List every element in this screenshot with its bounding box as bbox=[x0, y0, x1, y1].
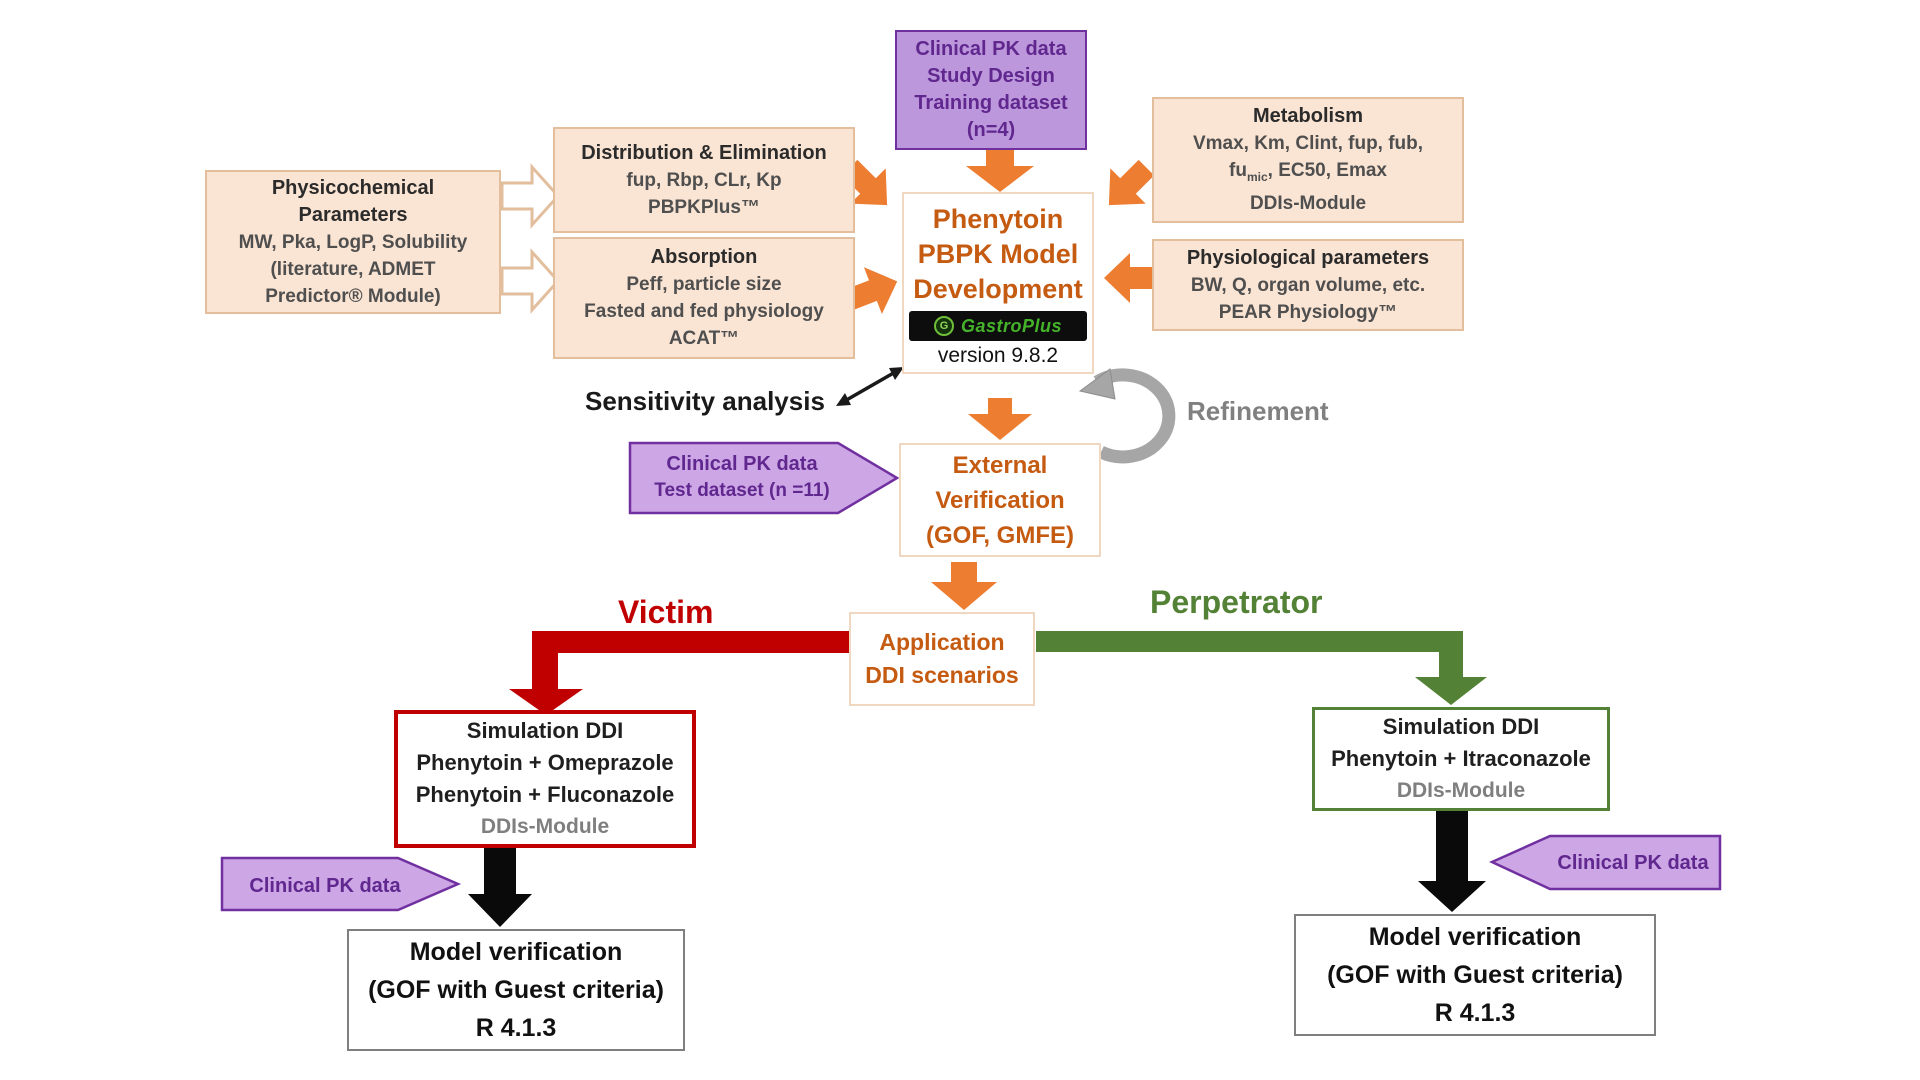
box-line: (n=4) bbox=[966, 119, 1016, 141]
box-line: Vmax, Km, Clint, fup, fub, bbox=[1192, 132, 1424, 154]
box-title: Absorption bbox=[650, 246, 758, 268]
arrow-perp-sim-to-verification-icon bbox=[1418, 809, 1486, 912]
box-line: Model verification bbox=[409, 938, 623, 966]
box-line: (GOF with Guest criteria) bbox=[368, 976, 664, 1004]
box-title: Physicochemical bbox=[271, 176, 435, 199]
test-dataset-label: Clinical PK data Test dataset (n =11) bbox=[638, 450, 846, 504]
box-line: Fasted and fed physiology bbox=[584, 301, 824, 322]
clinical-pk-left-arrow-shape bbox=[220, 856, 462, 912]
box-line: (literature, ADMET bbox=[270, 258, 436, 280]
box-line: Study Design bbox=[927, 65, 1055, 87]
perpetrator-arrow-icon bbox=[1036, 631, 1487, 705]
box-line: Predictor® Module) bbox=[265, 285, 441, 307]
arrow-training-to-model-icon bbox=[966, 150, 1034, 192]
box-line: DDIs-Module bbox=[480, 815, 610, 838]
arrow-physiological-to-model-icon bbox=[1104, 253, 1157, 303]
box-line: ACAT™ bbox=[668, 328, 740, 349]
external-verification-box: External Verification (GOF, GMFE) bbox=[899, 443, 1101, 557]
clinical-pk-right-label: Clinical PK data bbox=[1538, 849, 1728, 877]
physicochemical-box: Physicochemical Parameters MW, Pka, LogP… bbox=[205, 170, 501, 314]
box-line: R 4.1.3 bbox=[1434, 999, 1516, 1027]
box-line: Clinical PK data bbox=[249, 875, 401, 897]
box-line: MW, Pka, LogP, Solubility bbox=[238, 231, 468, 253]
box-line: Test dataset (n =11) bbox=[654, 480, 830, 501]
victim-arrow-icon bbox=[509, 631, 849, 715]
model-verification-right-box: Model verification (GOF with Guest crite… bbox=[1294, 914, 1656, 1036]
arrow-model-to-verification-icon bbox=[968, 398, 1032, 440]
perpetrator-label: Perpetrator bbox=[1150, 584, 1323, 620]
simulation-victim-box: Simulation DDI Phenytoin + Omeprazole Ph… bbox=[394, 710, 696, 848]
test-dataset-arrow-shape bbox=[628, 441, 900, 515]
box-line: Simulation DDI bbox=[466, 718, 624, 743]
training-dataset-box: Clinical PK data Study Design Training d… bbox=[895, 30, 1087, 150]
box-line: Peff, particle size bbox=[626, 274, 782, 295]
box-line: DDI scenarios bbox=[865, 662, 1019, 688]
victim-label: Victim bbox=[618, 594, 714, 630]
box-line: Phenytoin + Fluconazole bbox=[415, 782, 675, 807]
clinical-pk-right-arrow-shape bbox=[1488, 834, 1722, 891]
box-title: Parameters bbox=[298, 203, 408, 226]
model-development-box: Phenytoin PBPK Model Development G Gastr… bbox=[902, 192, 1094, 374]
gastroplus-logo: G GastroPlus bbox=[909, 311, 1087, 341]
box-line: Clinical PK data bbox=[915, 38, 1067, 60]
physiological-parameters-box: Physiological parameters BW, Q, organ vo… bbox=[1152, 239, 1464, 331]
box-line: Phenytoin + Itraconazole bbox=[1331, 746, 1591, 771]
metabolism-box: Metabolism Vmax, Km, Clint, fup, fub, fu… bbox=[1152, 97, 1464, 223]
refinement-arrow-icon bbox=[1078, 368, 1176, 464]
arrow-victim-sim-to-verification-icon bbox=[468, 846, 532, 927]
box-line: (GOF with Guest criteria) bbox=[1327, 961, 1623, 989]
box-line: Application bbox=[879, 629, 1005, 655]
box-line: fumic, EC50, Emax bbox=[1229, 159, 1387, 184]
application-ddi-box: Application DDI scenarios bbox=[849, 612, 1035, 706]
absorption-box: Absorption Peff, particle size Fasted an… bbox=[553, 237, 855, 359]
arrow-absorption-to-model-icon bbox=[843, 267, 898, 314]
simulation-perpetrator-box: Simulation DDI Phenytoin + Itraconazole … bbox=[1312, 707, 1610, 811]
box-line: Training dataset bbox=[914, 92, 1068, 114]
box-line: fup, Rbp, CLr, Kp bbox=[626, 169, 782, 191]
arrow-metabolism-to-model-icon bbox=[1108, 159, 1155, 206]
arrow-physico-to-absorption-icon bbox=[500, 248, 561, 314]
box-line: PBPK Model bbox=[917, 239, 1079, 269]
box-line: DDIs-Module bbox=[1396, 779, 1526, 802]
box-title: Metabolism bbox=[1252, 104, 1364, 127]
sensitivity-analysis-label: Sensitivity analysis bbox=[585, 386, 825, 416]
arrow-verification-to-application-icon bbox=[931, 562, 997, 610]
box-line: Development bbox=[913, 274, 1083, 304]
sensitivity-double-arrow-icon bbox=[836, 367, 904, 406]
box-line: BW, Q, organ volume, etc. bbox=[1190, 274, 1426, 296]
model-verification-left-box: Model verification (GOF with Guest crite… bbox=[347, 929, 685, 1051]
box-line: External bbox=[952, 451, 1048, 479]
box-line: Clinical PK data bbox=[1557, 852, 1709, 874]
gastroplus-logo-text: GastroPlus bbox=[960, 315, 1063, 336]
box-line: Phenytoin + Omeprazole bbox=[416, 750, 674, 775]
box-line: Simulation DDI bbox=[1382, 714, 1540, 739]
box-line: (GOF, GMFE) bbox=[926, 521, 1074, 549]
gastroplus-icon: G bbox=[933, 316, 954, 336]
refinement-label: Refinement bbox=[1187, 396, 1329, 426]
distribution-elimination-box: Distribution & Elimination fup, Rbp, CLr… bbox=[553, 127, 855, 233]
box-line: Phenytoin bbox=[932, 204, 1064, 234]
box-line: PEAR Physiology™ bbox=[1218, 301, 1398, 323]
arrow-physico-to-distribution-icon bbox=[500, 163, 561, 229]
box-line: R 4.1.3 bbox=[475, 1014, 557, 1042]
box-line: PBPKPlus™ bbox=[648, 196, 760, 218]
box-line: DDIs-Module bbox=[1249, 193, 1367, 215]
box-line: Clinical PK data bbox=[666, 453, 818, 475]
box-title: Distribution & Elimination bbox=[581, 141, 827, 164]
box-title: Physiological parameters bbox=[1186, 246, 1430, 269]
box-line: Model verification bbox=[1368, 923, 1582, 951]
clinical-pk-left-label: Clinical PK data bbox=[230, 872, 420, 900]
box-line: Verification bbox=[935, 486, 1065, 514]
software-version: version 9.8.2 bbox=[937, 344, 1059, 367]
